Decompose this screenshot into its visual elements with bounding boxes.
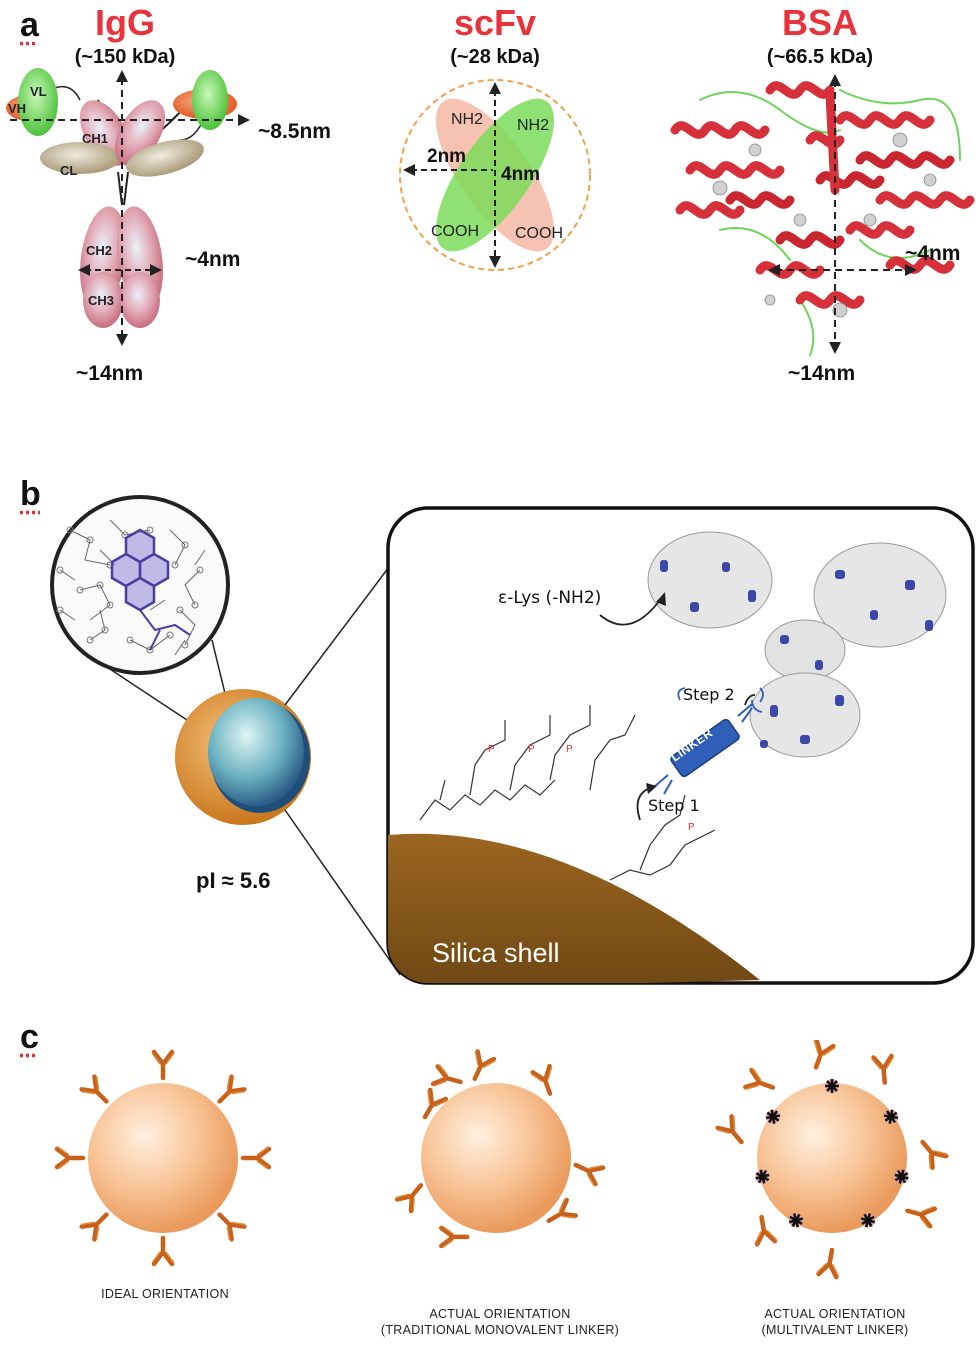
silica-matrix-zoom xyxy=(50,495,230,675)
bsa-width-label: ~4nm xyxy=(905,242,961,265)
cl-label: CL xyxy=(60,163,77,178)
igg-width-label: ~8.5nm xyxy=(258,120,331,143)
bsa-structure xyxy=(670,74,975,356)
bsa-height-label: ~14nm xyxy=(788,362,856,385)
scfv-diagram: NH2 NH2 2nm 4nm COOH COOH xyxy=(399,79,591,271)
step1-label: Step 1 xyxy=(648,796,700,815)
scfv-mass: (~28 kDa) xyxy=(450,46,540,68)
igg-diagram: VH VL CH1 CL CH2 CH3 xyxy=(6,68,250,346)
ideal-orientation-sphere xyxy=(57,1052,269,1264)
igg-mid-label: ~4nm xyxy=(185,248,241,271)
panel-a-letter: a xyxy=(20,6,39,44)
caption-monovalent-line1: ACTUAL ORIENTATION xyxy=(429,1307,571,1321)
silica-shell-surface xyxy=(388,833,760,983)
scfv-nh2-left: NH2 xyxy=(451,111,483,128)
nanoparticle-schematic: P P P P xyxy=(50,495,975,985)
lysine-label: ε-Lys (-NH2) xyxy=(498,588,602,608)
core-shell-particle xyxy=(175,689,311,825)
pi-label: pI ≈ 5.6 xyxy=(196,868,271,893)
svg-text:P: P xyxy=(566,744,573,755)
svg-text:P: P xyxy=(688,822,695,833)
vh-label: VH xyxy=(8,101,26,116)
igg-mass: (~150 kDa) xyxy=(74,46,176,68)
bsa-title: BSA xyxy=(781,2,858,43)
vl-domain-right xyxy=(192,70,228,130)
bsa-mass: (~66.5 kDa) xyxy=(766,46,874,68)
caption-multivalent: ACTUAL ORIENTATION (MULTIVALENT LINKER) xyxy=(710,1306,960,1338)
panel-b-letter: b xyxy=(20,475,41,513)
scfv-2nm: 2nm xyxy=(427,146,466,167)
ch3-domain-right xyxy=(120,272,160,328)
ch2-label: CH2 xyxy=(86,243,112,258)
scfv-nh2-right: NH2 xyxy=(517,117,549,134)
linker-block xyxy=(653,687,764,795)
antibody-surface xyxy=(647,531,947,758)
ch1-label: CH1 xyxy=(82,131,108,146)
caption-monovalent-line2: (TRADITIONAL MONOVALENT LINKER) xyxy=(380,1323,620,1337)
caption-ideal: IDEAL ORIENTATION xyxy=(40,1286,290,1302)
orientation-panels xyxy=(0,1040,980,1280)
svg-text:P: P xyxy=(528,744,535,755)
multivalent-orientation-sphere xyxy=(716,1040,947,1278)
igg-height-label: ~14nm xyxy=(76,362,144,385)
svg-text:P: P xyxy=(488,744,495,755)
scfv-cooh-left: COOH xyxy=(431,223,479,240)
ch3-label: CH3 xyxy=(88,293,114,308)
caption-ideal-line1: IDEAL ORIENTATION xyxy=(101,1287,229,1301)
caption-multivalent-line2: (MULTIVALENT LINKER) xyxy=(761,1323,909,1337)
vl-label: VL xyxy=(30,84,47,99)
caption-monovalent: ACTUAL ORIENTATION (TRADITIONAL MONOVALE… xyxy=(355,1306,645,1338)
scfv-cooh-right: COOH xyxy=(515,225,563,242)
monovalent-orientation-sphere xyxy=(396,1051,604,1248)
scfv-title: scFv xyxy=(453,2,537,43)
panel-c-letter: c xyxy=(20,1018,39,1056)
cl-domain-left xyxy=(40,142,120,174)
step2-label: Step 2 xyxy=(683,685,735,704)
cl-domain-right xyxy=(126,139,204,177)
igg-title: IgG xyxy=(95,2,155,43)
caption-multivalent-line1: ACTUAL ORIENTATION xyxy=(764,1307,906,1321)
silica-shell-label: Silica shell xyxy=(432,938,560,968)
scfv-4nm: 4nm xyxy=(501,164,540,185)
ch3-domain-left xyxy=(83,272,123,328)
